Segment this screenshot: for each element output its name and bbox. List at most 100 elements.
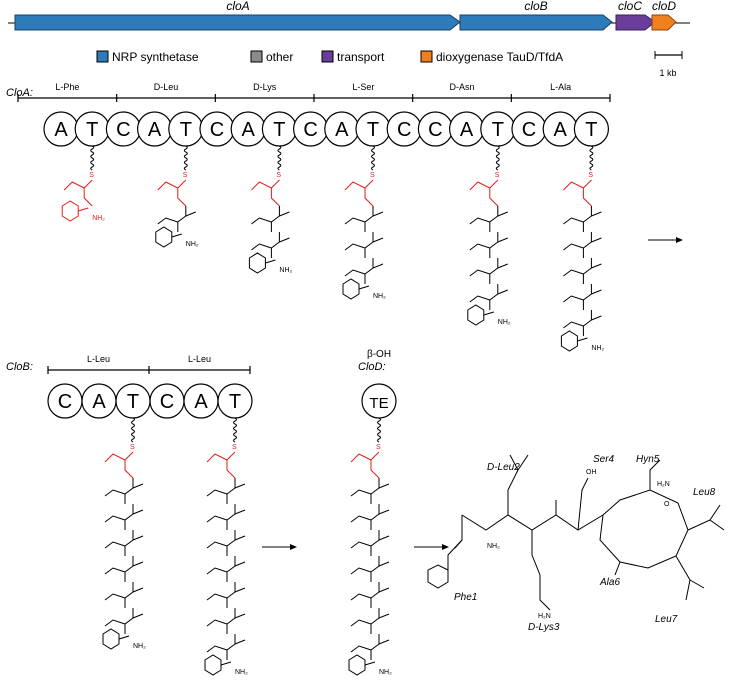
gene-label-cloA: cloA <box>226 0 249 13</box>
scale-bar: 1 kb <box>654 51 683 78</box>
svg-text:S: S <box>376 444 381 451</box>
svg-text:T: T <box>492 119 504 141</box>
cloA-module-label: D-Lys <box>253 82 277 92</box>
cloB-domain-a: A <box>81 383 117 419</box>
svg-text:NH₂: NH₂ <box>279 267 292 274</box>
svg-text:C: C <box>160 391 174 413</box>
svg-text:NH₂: NH₂ <box>379 669 392 676</box>
residue-label-leu8: Leu8 <box>693 487 716 498</box>
legend-swatch-other <box>250 50 263 63</box>
svg-text:C: C <box>303 119 317 141</box>
cloD-domains: TE <box>361 383 397 419</box>
arrow-cloD-to-product <box>414 544 449 550</box>
reaction-arrows <box>262 237 683 550</box>
cloB-domain-c: C <box>149 383 185 419</box>
cloA-label: CloA: <box>6 87 33 99</box>
cloA-module-label: L-Phe <box>55 82 79 92</box>
gene-arrow-cloA: cloA <box>14 0 461 31</box>
gene-arrow-cloB: cloB <box>459 0 613 31</box>
svg-text:NH₂: NH₂ <box>186 241 199 248</box>
cloA-t4-intermediate: S NH₂ <box>342 145 386 300</box>
legend-label-other: other <box>266 50 293 64</box>
atom-oh-ser: OH <box>586 469 597 476</box>
svg-text:A: A <box>148 119 162 141</box>
svg-text:T: T <box>180 119 192 141</box>
gene-label-cloB: cloB <box>524 0 547 13</box>
cloA-domain-c: C <box>511 111 547 147</box>
cloA-t6-intermediate: S NH₂ <box>560 145 605 352</box>
svg-text:NH₂: NH₂ <box>235 669 248 676</box>
cloD-te-intermediate: S NH₂ <box>348 417 392 676</box>
svg-text:C: C <box>522 119 536 141</box>
svg-text:NH₂: NH₂ <box>373 293 386 300</box>
svg-text:C: C <box>428 119 442 141</box>
svg-text:T: T <box>367 119 379 141</box>
cloB-module-label: L-Leu <box>188 354 211 364</box>
cloD-domain-te: TE <box>361 383 397 419</box>
cloA-domain-c: C <box>293 111 329 147</box>
gene-label-cloD: cloD <box>652 0 676 13</box>
cloA-module-label: L-Ala <box>550 82 571 92</box>
legend: NRP synthetase other transport dioxygena… <box>96 50 563 64</box>
svg-text:S: S <box>370 172 375 179</box>
svg-text:S: S <box>276 172 281 179</box>
legend-label-nrps: NRP synthetase <box>112 50 199 64</box>
cloA-domain-t: T <box>573 111 610 147</box>
svg-text:T: T <box>273 119 285 141</box>
cloA-domain-a: A <box>324 111 360 147</box>
cloB-domain-t: T <box>217 383 253 419</box>
clovibactin-structure: D-Leu2 Phe1 D-Lys3 Ser4 Hyn5 Ala6 Leu7 L… <box>427 454 725 633</box>
svg-text:T: T <box>86 119 98 141</box>
cloA-domain-a: A <box>449 111 485 147</box>
svg-text:NH₂: NH₂ <box>498 319 511 326</box>
atom-nh2: NH₂ <box>487 543 500 550</box>
cloA-t3-intermediate: S NH₂ <box>248 145 293 274</box>
atom-h2n: H₂N <box>538 613 551 620</box>
svg-text:S: S <box>588 172 593 179</box>
svg-text:A: A <box>335 119 349 141</box>
residue-label-leu7: Leu7 <box>655 614 678 625</box>
cloA-domain-t: T <box>261 111 297 147</box>
svg-text:C: C <box>397 119 411 141</box>
scale-bar-label: 1 kb <box>659 68 676 78</box>
cloB-t2-intermediate: S NH₂ <box>204 417 248 676</box>
arrow-cloA-to-cloB <box>648 237 683 243</box>
legend-swatch-transport <box>321 50 334 63</box>
svg-text:NH₂: NH₂ <box>92 215 105 222</box>
svg-text:A: A <box>460 119 474 141</box>
residue-label-hyn5: Hyn5 <box>636 454 660 465</box>
cloA-module-label: L-Ser <box>352 82 374 92</box>
svg-text:A: A <box>194 391 208 413</box>
gene-label-cloC: cloC <box>618 0 642 13</box>
cloA-domain-a: A <box>542 111 578 147</box>
gene-arrow-cloD: cloD <box>651 0 677 31</box>
legend-swatch-nrps <box>96 50 109 63</box>
svg-text:NH₂: NH₂ <box>133 643 146 650</box>
cloA-domain-a: A <box>137 111 173 147</box>
svg-text:A: A <box>54 119 68 141</box>
svg-text:NH₂: NH₂ <box>591 345 604 352</box>
svg-text:S: S <box>183 172 188 179</box>
cloA-domain-a: A <box>230 111 266 147</box>
cloB-domain-a: A <box>183 383 219 419</box>
cloA-domain-t: T <box>168 111 204 147</box>
residue-label-d-lys3: D-Lys3 <box>528 622 560 633</box>
residue-label-ser4: Ser4 <box>593 454 615 465</box>
cloD-annotation: β-OH <box>367 349 391 360</box>
svg-text:T: T <box>585 119 597 141</box>
svg-text:T: T <box>127 391 139 413</box>
svg-text:A: A <box>554 119 568 141</box>
arrow-cloB-to-cloD <box>262 544 297 550</box>
svg-text:TE: TE <box>369 395 388 412</box>
cloA-domain-c: C <box>386 111 422 147</box>
svg-text:S: S <box>495 172 500 179</box>
cloB-label: CloB: <box>6 361 33 373</box>
svg-text:S: S <box>232 444 237 451</box>
cloA-domain-c: C <box>105 111 142 147</box>
